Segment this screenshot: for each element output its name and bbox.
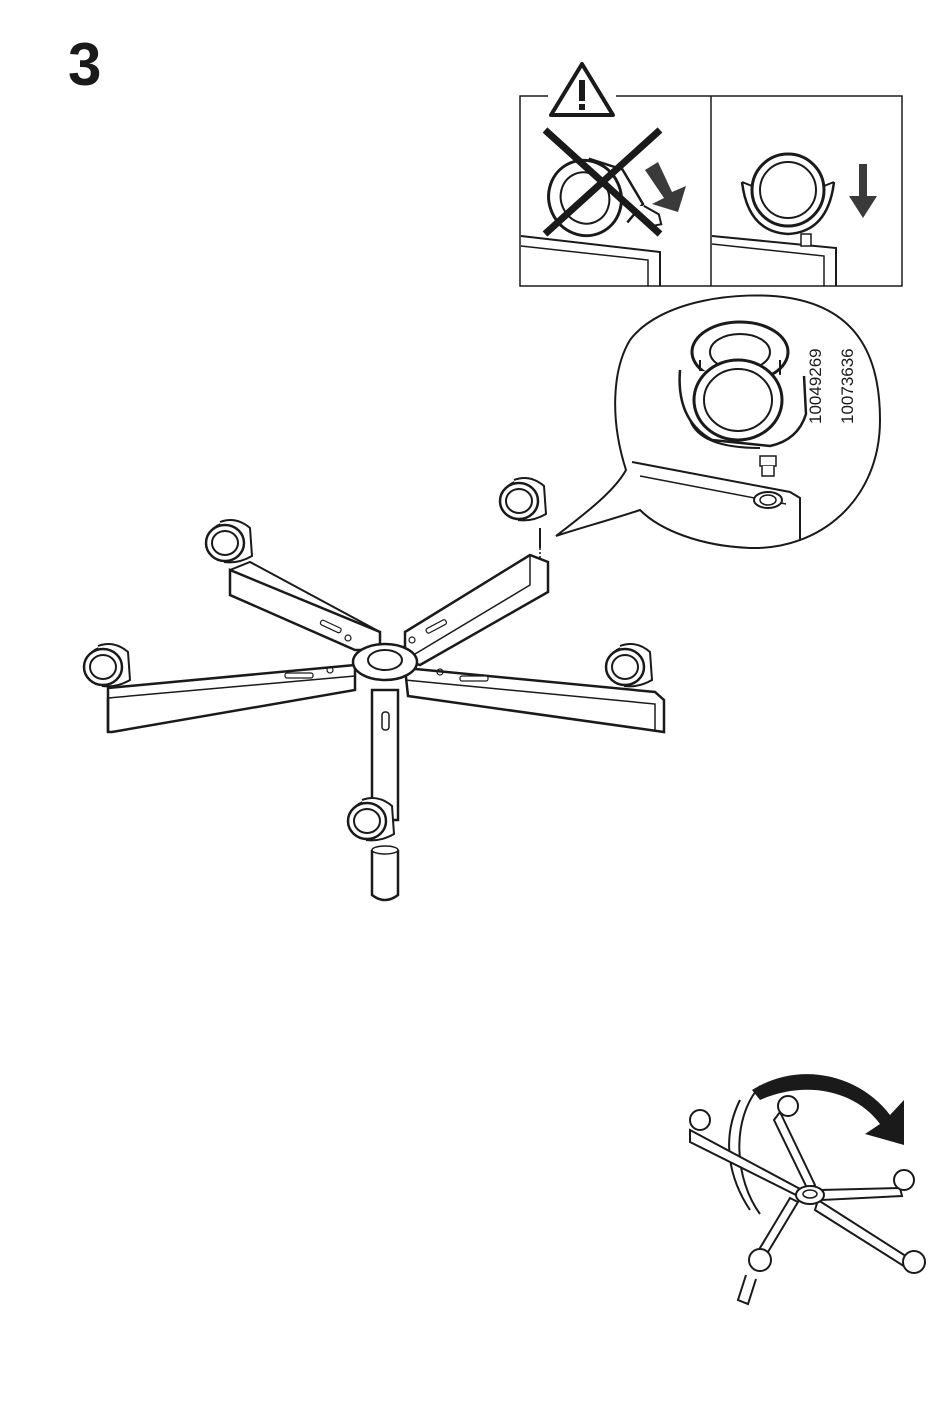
part-number-2: 10073636 [838,348,858,424]
arrow-down-icon [849,164,877,218]
wrong-method-panel [521,130,686,286]
correct-method-panel [712,154,877,286]
part-number-1: 10049269 [806,348,826,424]
warning-triangle-icon [548,60,616,120]
part-numbers: 10049269 10073636 [806,340,866,430]
arrow-diagonal-icon [645,162,686,212]
rotate-arrow-icon [752,1074,904,1145]
warning-inset [520,60,902,286]
chair-base [84,478,664,900]
rotated-base [690,1074,925,1304]
